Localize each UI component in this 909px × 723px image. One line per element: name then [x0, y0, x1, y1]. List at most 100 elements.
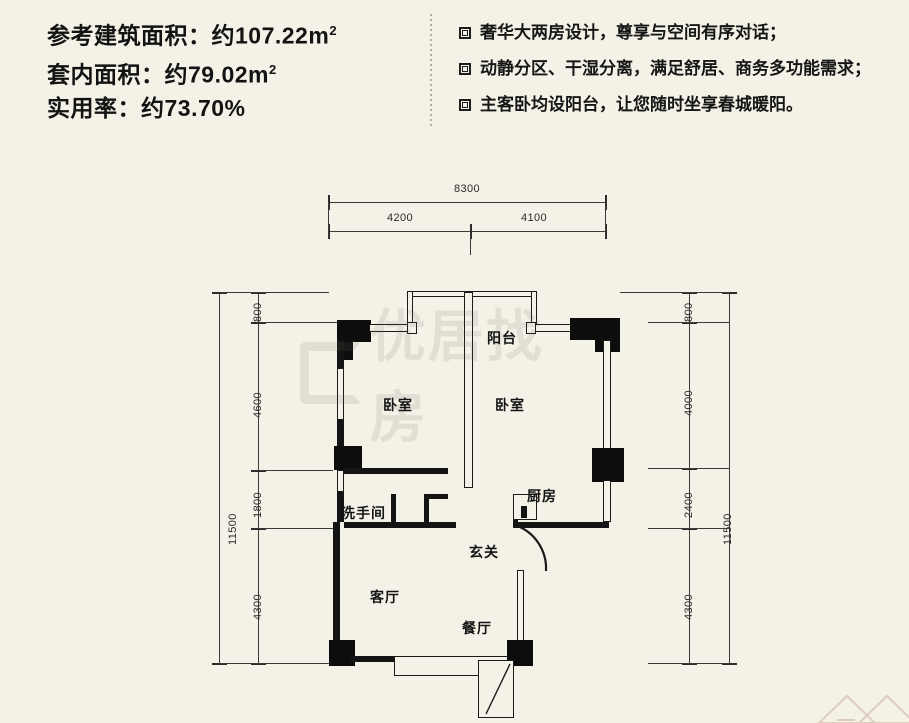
dim-tick	[251, 663, 266, 665]
dim-witness	[219, 292, 329, 293]
spec-label-usage-rate: 实用率：	[47, 95, 141, 122]
spec-label-interior-area: 套内面积：	[47, 61, 165, 88]
spec-row-building-area: 参考建筑面积：约107.22m2	[47, 14, 337, 53]
partition-center	[464, 292, 473, 488]
exterior-wall-left-lower	[333, 522, 340, 656]
dim-left-seg-4: 4300	[252, 593, 264, 620]
dim-right-seg-2: 4000	[683, 389, 695, 416]
entry-door-swing-icon	[519, 526, 548, 572]
dim-right-seg-3: 2400	[683, 491, 695, 518]
dim-top-total-line	[329, 202, 607, 203]
exterior-wall-right	[603, 340, 611, 450]
spec-sup-interior-area: 2	[269, 61, 277, 77]
dim-tick	[682, 528, 697, 530]
interior-wall-bedroom-bottom	[344, 468, 448, 474]
bathroom-partition-stub	[391, 494, 396, 524]
square-bullet-icon	[459, 99, 471, 111]
dim-left-total: 11500	[227, 513, 239, 545]
corner-house-logo-icon	[759, 678, 909, 723]
dim-witness	[605, 202, 606, 238]
spec-row-usage-rate: 实用率：约73.70%	[47, 91, 337, 125]
dim-tick	[605, 195, 607, 210]
dim-tick	[682, 322, 697, 324]
top-edge-artifact	[0, 0, 909, 10]
dim-right-total-line	[729, 293, 730, 665]
room-label-dining: 餐厅	[462, 620, 492, 636]
spec-value-building-area: 约107.22m	[211, 22, 330, 49]
dim-witness	[328, 202, 329, 238]
feature-text: 主客卧均设阳台，让您随时坐享春城暖阳。	[480, 95, 803, 114]
bathroom-wall-bottom	[344, 522, 456, 528]
area-specs-block: 参考建筑面积：约107.22m2 套内面积：约79.02m2 实用率：约73.7…	[47, 14, 337, 125]
dim-witness	[648, 468, 730, 469]
dim-top-total: 8300	[454, 183, 481, 195]
spec-sup-building-area: 2	[329, 23, 338, 38]
dim-witness	[648, 528, 730, 529]
dim-left-seg-line	[258, 293, 259, 665]
dim-top-seg-line	[329, 231, 607, 232]
room-label-balcony: 阳台	[487, 330, 517, 346]
room-label-living: 客厅	[370, 589, 400, 605]
window-run-top-left	[369, 324, 411, 332]
dim-witness	[648, 322, 730, 323]
spec-value-usage-rate: 约73.70%	[141, 95, 246, 122]
kitchen-wall-bottom	[513, 522, 609, 528]
dim-witness	[219, 663, 339, 664]
floorplan-drawing: 8300 4200 4100 11500 800 4600 1800 4300 …	[0, 150, 909, 723]
dim-tick	[212, 663, 227, 665]
dim-right-seg-1: 800	[683, 302, 695, 322]
dim-witness	[258, 322, 338, 323]
feature-text: 动静分区、干湿分离，满足舒居、商务多功能需求；	[480, 59, 871, 78]
room-label-bathroom: 洗手间	[341, 505, 386, 521]
structural-column	[329, 640, 355, 666]
dim-witness	[258, 528, 333, 529]
bathroom-partition-top	[424, 494, 448, 499]
dim-witness	[620, 292, 730, 293]
window-mullion	[407, 322, 417, 334]
dim-tick	[722, 663, 737, 665]
feature-item: 动静分区、干湿分离，满足舒居、商务多功能需求；	[459, 56, 909, 92]
room-label-bedroom-2: 卧室	[495, 397, 525, 413]
spec-value-interior-area: 约79.02m	[164, 61, 270, 88]
dim-witness	[470, 231, 471, 255]
bathroom-partition-stub	[424, 494, 429, 524]
room-label-kitchen: 厨房	[527, 488, 557, 504]
dim-tick	[251, 292, 266, 294]
dim-tick	[328, 224, 330, 239]
dim-tick	[682, 292, 697, 294]
room-label-foyer: 玄关	[469, 544, 499, 560]
feature-text: 奢华大两房设计，尊享与空间有序对话；	[480, 23, 786, 42]
watermark-text: 优居找房	[369, 304, 544, 451]
square-bullet-icon	[459, 63, 471, 75]
square-bullet-icon	[459, 27, 471, 39]
dim-tick	[251, 470, 266, 472]
kitchen-sink-basin	[521, 506, 527, 518]
exterior-wall-right	[603, 480, 611, 522]
dim-tick	[470, 224, 472, 239]
dim-top-seg-1: 4200	[387, 212, 414, 224]
spec-label-building-area: 参考建筑面积：	[47, 22, 212, 49]
header-info-panel: 参考建筑面积：约107.22m2 套内面积：约79.02m2 实用率：约73.7…	[0, 0, 909, 150]
dim-witness	[648, 663, 730, 664]
dim-witness	[258, 470, 333, 471]
dim-tick	[251, 322, 266, 324]
dim-tick	[251, 528, 266, 530]
spec-row-interior-area: 套内面积：约79.02m2	[47, 53, 337, 92]
dim-tick	[212, 292, 227, 294]
bay-window-sash-icon	[485, 663, 511, 715]
dim-tick	[682, 468, 697, 470]
exterior-wall-left	[337, 340, 344, 368]
window-left-upper	[337, 368, 344, 420]
room-label-bedroom-1: 卧室	[383, 397, 413, 413]
window-mullion	[526, 322, 536, 334]
dim-tick	[605, 224, 607, 239]
dim-top-seg-2: 4100	[521, 212, 548, 224]
vertical-dotted-divider	[430, 14, 432, 128]
dim-left-seg-1: 800	[252, 302, 264, 322]
structural-column	[592, 448, 624, 482]
structural-column	[334, 446, 362, 470]
exterior-wall-bottom	[350, 656, 396, 662]
dim-tick	[682, 663, 697, 665]
window-left-mid	[337, 470, 344, 492]
feature-item: 奢华大两房设计，尊享与空间有序对话；	[459, 20, 909, 56]
